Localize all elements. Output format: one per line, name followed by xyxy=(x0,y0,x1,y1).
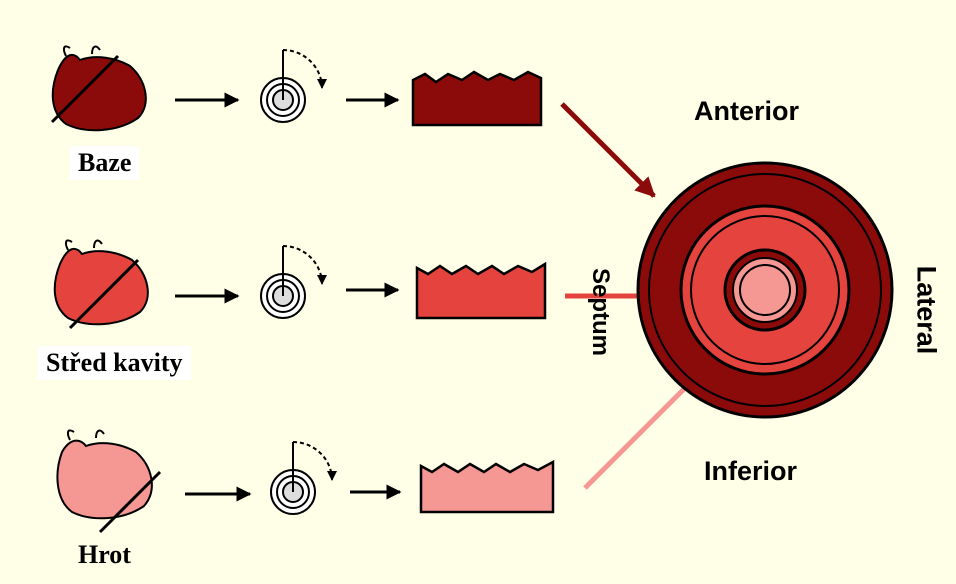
rotation-icon-stred xyxy=(260,245,327,319)
bullseye-plot xyxy=(636,161,894,419)
label-baze: Baze xyxy=(70,146,140,180)
label-septum: Septum xyxy=(587,267,614,357)
slice-hrot xyxy=(419,459,555,514)
label-stred-kavity: Střed kavity xyxy=(38,346,191,380)
heart-icon-baze xyxy=(50,45,147,132)
label-anterior: Anterior xyxy=(694,96,800,126)
label-hrot: Hrot xyxy=(78,540,131,569)
row-stred-kavity xyxy=(53,239,547,330)
heart-icon-stred xyxy=(53,239,149,330)
label-lateral: Lateral xyxy=(911,265,942,355)
row-hrot xyxy=(56,429,555,534)
row-baze xyxy=(50,45,543,132)
heart-icon-hrot xyxy=(56,429,162,534)
rotation-icon-hrot xyxy=(270,441,337,515)
slice-baze xyxy=(411,70,543,127)
rotation-icon-baze xyxy=(260,49,327,123)
label-inferior: Inferior xyxy=(704,456,798,486)
slice-stred xyxy=(415,261,547,320)
arrow-baze-to-bullseye xyxy=(560,102,656,198)
